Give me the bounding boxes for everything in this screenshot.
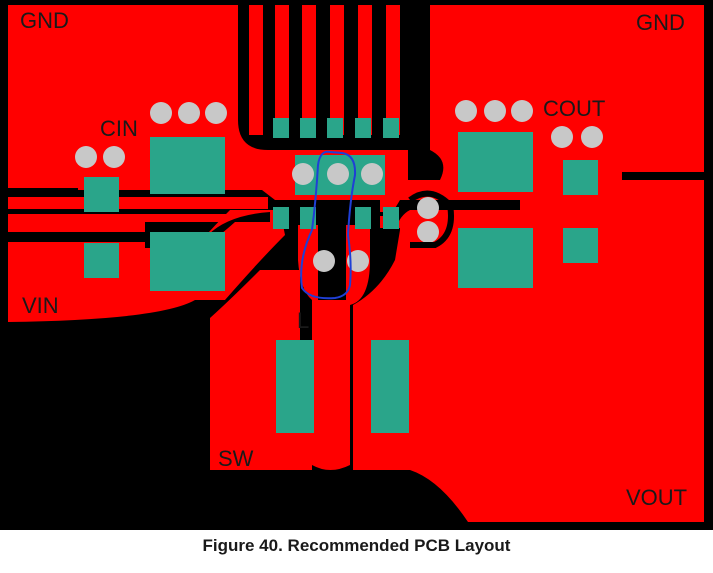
cout-pad-top — [458, 132, 533, 192]
gnd-pin-4 — [330, 5, 344, 135]
pcb-layout-diagram: GND GND CIN COUT VIN L SW VOUT — [0, 0, 713, 530]
small-cap-pad-bottom — [84, 243, 119, 278]
via-ring — [408, 190, 454, 248]
vout-plane — [353, 180, 704, 522]
clearance-sw-vout — [388, 200, 520, 250]
inductor-outline — [300, 150, 357, 300]
label-sw: SW — [218, 446, 254, 471]
vin-trace-top — [8, 197, 268, 209]
gnd-pin-6 — [386, 5, 400, 135]
label-vin: VIN — [22, 293, 59, 318]
sw-node-black — [318, 205, 346, 300]
gnd-pin-5 — [358, 5, 372, 135]
gnd-pin-1 — [249, 5, 263, 135]
clearance-right — [622, 172, 704, 180]
cout-pad-bottom — [458, 228, 533, 288]
sw-node-plane — [298, 225, 370, 470]
ic-pads-top — [273, 118, 399, 138]
small-out-pad-bottom — [563, 228, 598, 263]
label-cin: CIN — [100, 116, 138, 141]
vout-trace-low — [380, 216, 704, 228]
cin-pad-top — [150, 137, 225, 194]
clearance-left-top — [8, 188, 78, 195]
label-cout: COUT — [543, 96, 605, 121]
cin-pad-bottom — [150, 232, 225, 291]
ic-black-separator — [270, 140, 410, 150]
label-inductor: L — [297, 308, 309, 333]
vin-trace-mid — [8, 214, 268, 222]
small-cap-pad-top — [84, 177, 119, 212]
inductor-pad-left — [276, 340, 314, 433]
figure-caption: Figure 40. Recommended PCB Layout — [202, 536, 511, 555]
label-vout: VOUT — [626, 485, 687, 510]
vias — [75, 100, 603, 272]
gnd-pin-3 — [302, 5, 316, 135]
inductor-pad-right — [371, 340, 409, 433]
label-gnd-right: GND — [636, 10, 685, 35]
small-out-pad-top — [563, 160, 598, 195]
label-gnd-left: GND — [20, 8, 69, 33]
sw-plane-lower — [210, 430, 312, 470]
clearance-left-bottom — [8, 232, 145, 239]
gnd-pin-2 — [275, 5, 289, 135]
